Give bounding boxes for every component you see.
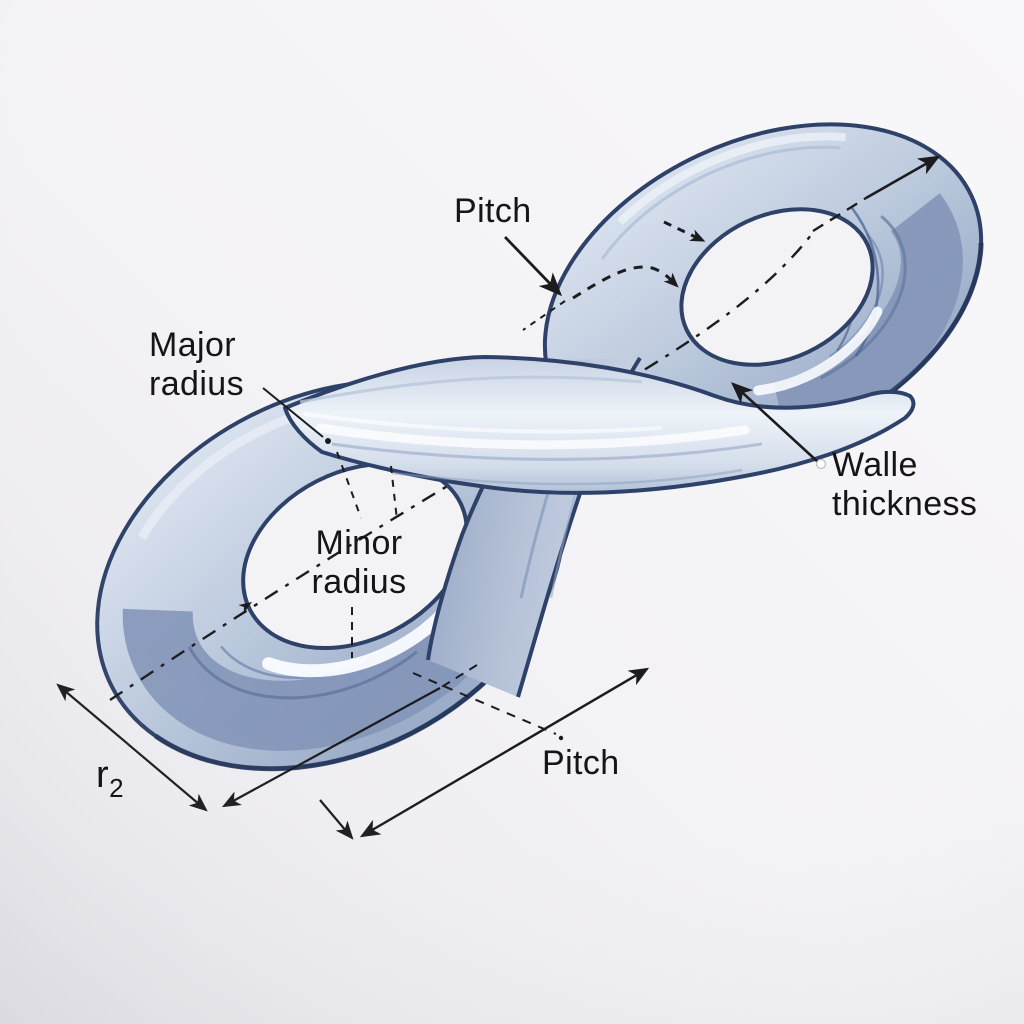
wall-thickness-line2: thickness [832,485,978,523]
r2-label: r2 [96,756,124,808]
r2-subscript: 2 [109,773,124,803]
pitch-top-label: Pitch [454,192,532,231]
major-radius-line1: Major [149,326,237,364]
major-radius-label: Major radius [149,326,244,404]
minor-radius-line2: radius [311,563,407,601]
r2-symbol: r [96,754,110,796]
minor-radius-line1: Minor [315,524,403,562]
wall-thickness-line1: Walle [832,446,918,484]
major-radius-line2: radius [149,365,245,403]
pitch-bottom-label: Pitch [542,744,620,783]
pitch-top-text: Pitch [454,192,532,230]
wall-thickness-label: Walle thickness [832,446,977,524]
minor-radius-label: Minor radius [294,524,424,602]
pitch-bottom-text: Pitch [542,744,620,782]
